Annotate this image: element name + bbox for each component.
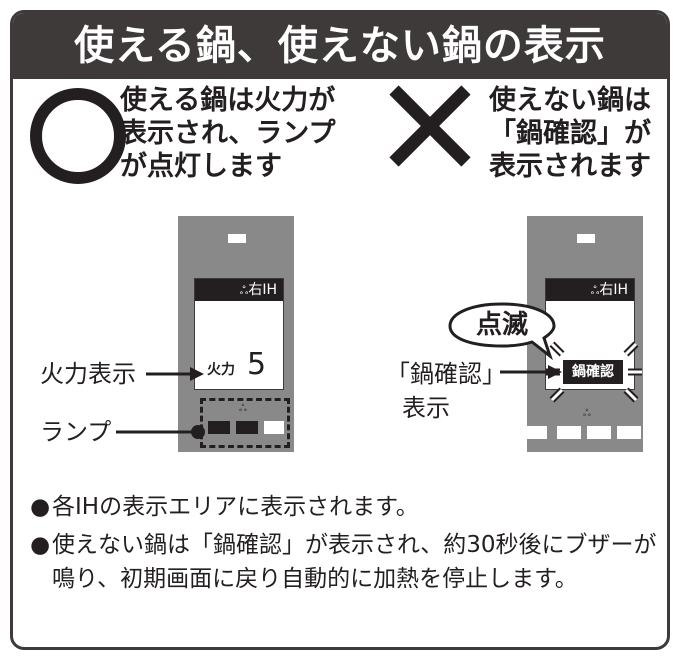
note-item: ● 各IHの表示エリアに表示されます。	[30, 490, 670, 524]
display-header-text: 右IH	[599, 282, 628, 298]
notes-list: ● 各IHの表示エリアに表示されます。 ● 使えない鍋は「鍋確認」が表示され、約…	[30, 490, 670, 596]
lamp-lit	[208, 421, 230, 434]
bullet-icon: ●	[30, 532, 51, 558]
circle-ok-icon	[30, 88, 126, 184]
lamp-off	[527, 426, 547, 439]
lamp-pointer-line	[116, 425, 205, 439]
lamp-lit	[236, 421, 258, 434]
lamp-area: ஃ	[200, 398, 290, 448]
display-header: ஃ右IH	[546, 279, 634, 301]
title-bar: 使える鍋、使えない鍋の表示	[13, 13, 667, 79]
arrow-right-icon	[146, 367, 204, 381]
usable-control-panel: ஃ右IH 火力 5 ஃ	[178, 216, 294, 452]
burner-icon: ஃ	[583, 408, 591, 419]
lamp-off	[587, 426, 611, 439]
cross-ng-icon	[389, 85, 471, 167]
note-text: 各IHの表示エリアに表示されます。	[52, 494, 419, 520]
unusable-control-panel: ஃ右IH ஃ	[527, 216, 643, 452]
arrow-right-icon	[500, 365, 562, 379]
usable-caption-line: 表示され、ランプ	[120, 118, 336, 149]
blink-label: 点滅	[475, 310, 528, 340]
panel-slot	[577, 234, 595, 243]
callout-power-display: 火力表示	[40, 360, 136, 388]
page-title: 使える鍋、使えない鍋の表示	[74, 23, 606, 69]
note-item: ● 使えない鍋は「鍋確認」が表示され、約30秒後にブザーが鳴り、初期画面に戻り自…	[30, 528, 670, 596]
panel-slot	[228, 234, 246, 243]
lamp-off	[617, 426, 641, 439]
usable-display: ஃ右IH 火力 5	[194, 278, 284, 390]
power-value: 5	[247, 347, 267, 382]
callout-lamp: ランプ	[40, 418, 112, 446]
usable-caption: 使える鍋は火力が 表示され、ランプ が点灯します	[120, 84, 335, 183]
callout-pot-check-line: 「鍋確認」	[386, 360, 506, 388]
unusable-caption: 使えない鍋は 「鍋確認」が 表示されます	[470, 84, 670, 183]
note-text: 使えない鍋は「鍋確認」が表示され、約30秒後にブザーが鳴り、初期画面に戻り自動的…	[52, 532, 657, 592]
callout-pot-check: 「鍋確認」 表示	[386, 360, 506, 422]
unusable-caption-line: 表示されます	[489, 151, 651, 182]
lamp-off	[557, 426, 581, 439]
speech-bubble	[448, 302, 556, 361]
burner-icon: ஃ	[590, 284, 600, 297]
lamp-off	[264, 421, 284, 434]
burner-icon: ஃ	[239, 284, 249, 297]
usable-caption-line: が点灯します	[120, 151, 282, 182]
pot-check-message: 鍋確認	[563, 360, 623, 384]
burner-icon: ஃ	[239, 403, 247, 414]
callout-pot-check-line: 表示	[402, 394, 450, 422]
unusable-caption-line: 「鍋確認」が	[489, 118, 651, 149]
info-box: 使える鍋、使えない鍋の表示	[10, 10, 670, 650]
unusable-caption-line: 使えない鍋は	[489, 85, 651, 116]
bullet-icon: ●	[30, 494, 51, 520]
display-header-text: 右IH	[248, 282, 277, 298]
power-label: 火力	[207, 362, 235, 378]
display-header: ஃ右IH	[195, 279, 283, 301]
usable-caption-line: 使える鍋は火力が	[120, 85, 336, 116]
